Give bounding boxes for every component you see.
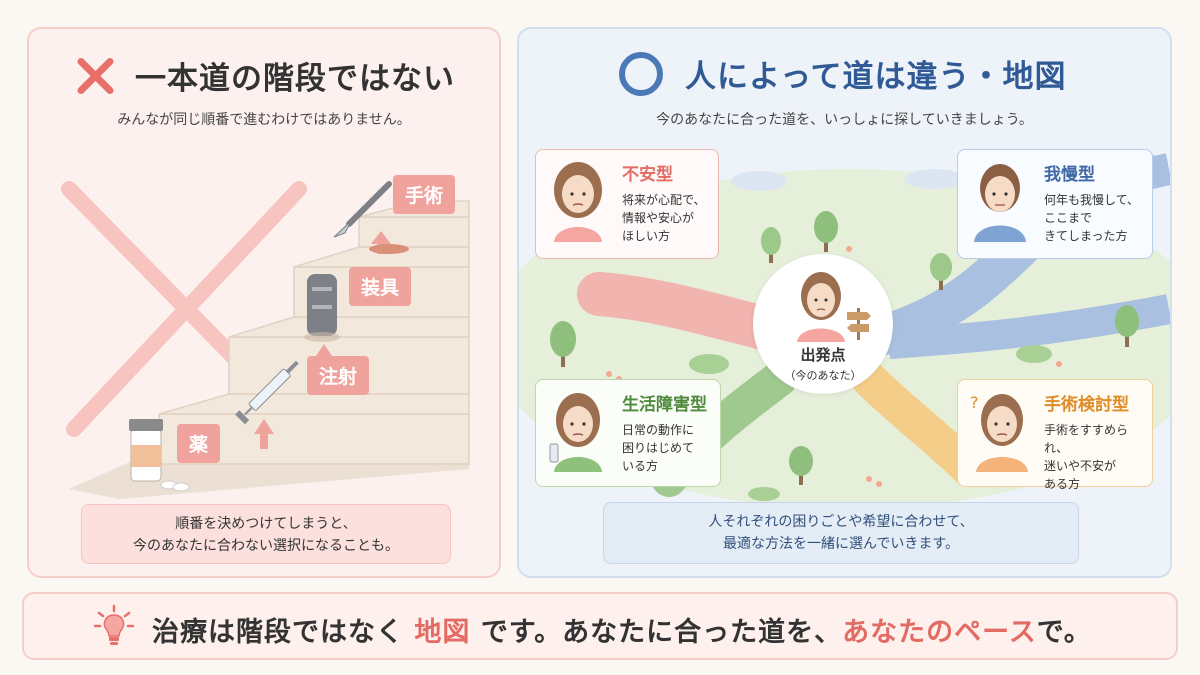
type-desc: 手術をすすめられ、 迷いや不安が ある方 (1044, 421, 1146, 493)
type-desc-line: 困りはじめて (622, 441, 695, 455)
starting-point-label: 出発点 (800, 346, 846, 364)
type-desc-line: 将来が心配で、 (622, 193, 706, 207)
syringe-icon (235, 360, 299, 425)
map-title: 人によって道は違う・地図 (685, 59, 1067, 95)
type-desc-line: 何年も我慢して、 (1044, 193, 1140, 207)
woman-with-signpost-icon (797, 272, 871, 342)
type-desc-line: いる方 (622, 459, 659, 473)
type-desc-line: ある方 (1044, 477, 1081, 491)
type-desc-line: ここまで (1044, 211, 1093, 225)
type-desc-line: 情報や安心が (622, 211, 695, 225)
type-desc-line: きてしまった方 (1044, 229, 1128, 243)
staircase-panel: 一本道の階段ではない みんなが同じ順番で進むわけではありません。 (27, 27, 501, 578)
type-desc: 日常の動作に 困りはじめて いる方 (622, 421, 707, 475)
note-line: 最適な方法を一緒に選んでいきます。 (723, 536, 959, 552)
staircase-title: 一本道の階段ではない (135, 61, 455, 97)
staircase-warning-note: 順番を決めつけてしまうと、 今のあなたに合わない選択になることも。 (81, 504, 451, 564)
map-subtitle: 今のあなたに合った道を、いっしょに探していきましょう。 (656, 112, 1033, 128)
type-card-surgery: ? 手術検討型 手術をすすめられ、 迷いや不安が ある方 (957, 379, 1153, 491)
anxious-woman-icon (554, 162, 602, 242)
type-info: 我慢型 何年も我慢して、 ここまで きてしまった方 (1044, 156, 1139, 252)
type-desc-line: ほしい方 (622, 229, 671, 243)
type-info: 生活障害型 日常の動作に 困りはじめて いる方 (622, 386, 707, 480)
map-title-row: 人によって道は違う・地図 (619, 51, 1067, 96)
message-banner: 治療は階段ではなく 地図 です。あなたに合った道を、あなたのペースで。 (22, 592, 1178, 660)
step-label-medicine: 薬 (177, 424, 221, 463)
type-name: 我慢型 (1044, 165, 1095, 185)
flower-icon (606, 246, 1062, 487)
type-info: 不安型 将来が心配で、 情報や安心が ほしい方 (622, 156, 706, 252)
type-desc: 将来が心配で、 情報や安心が ほしい方 (622, 191, 706, 245)
starting-point: 出発点 （今のあなた） (753, 254, 893, 394)
type-desc-line: 手術をすすめられ、 (1044, 423, 1129, 455)
type-desc: 何年も我慢して、 ここまで きてしまった方 (1044, 191, 1139, 245)
brace-icon (304, 274, 340, 342)
medicine-bottle-icon (129, 419, 190, 492)
lightbulb-icon (94, 604, 134, 645)
type-name: 生活障害型 (622, 395, 707, 415)
type-desc-line: 日常の動作に (622, 423, 695, 437)
note-line: 今のあなたに合わない選択になることも。 (133, 538, 399, 554)
banner-text: です。あなたに合った道を、 (480, 617, 843, 648)
scalpel-icon (333, 181, 409, 254)
type-card-patient: 我慢型 何年も我慢して、 ここまで きてしまった方 (957, 149, 1153, 259)
type-card-anxious: 不安型 将来が心配で、 情報や安心が ほしい方 (535, 149, 719, 259)
type-name: 手術検討型 (1044, 395, 1129, 415)
circle-icon (619, 51, 663, 96)
step-label-injection: 注射 (307, 356, 370, 395)
thinking-woman-icon: ? (970, 393, 1028, 472)
banner-text: で。 (1036, 617, 1092, 648)
staircase-subtitle: みんなが同じ順番で進むわけではありません。 (117, 112, 411, 128)
banner-message: 治療は階段ではなく 地図 です。あなたに合った道を、あなたのペースで。 (152, 610, 1092, 649)
type-info: 手術検討型 手術をすすめられ、 迷いや不安が ある方 (1044, 386, 1146, 491)
step-label-brace: 装具 (349, 267, 412, 306)
svg-text:?: ? (970, 393, 979, 412)
note-line: 順番を決めつけてしまうと、 (175, 516, 357, 532)
starting-point-sub: （今のあなた） (784, 369, 862, 382)
type-name: 不安型 (622, 165, 673, 185)
map-panel: 人によって道は違う・地図 今のあなたに合った道を、いっしょに探していきましょう。 (517, 27, 1172, 578)
staircase-title-row: 一本道の階段ではない (73, 53, 455, 98)
bush-icon (689, 345, 1052, 501)
enduring-woman-icon (974, 164, 1026, 242)
note-line: 人それぞれの困りごとや希望に合わせて、 (708, 514, 974, 530)
tree-icon (550, 211, 1139, 485)
step-label-surgery: 手術 (393, 175, 456, 214)
type-card-daily-life: 生活障害型 日常の動作に 困りはじめて いる方 (535, 379, 721, 487)
map-summary-note: 人それぞれの困りごとや希望に合わせて、 最適な方法を一緒に選んでいきます。 (603, 502, 1079, 564)
type-desc-line: 迷いや不安が (1044, 459, 1117, 473)
banner-highlight-map: 地図 (414, 617, 471, 648)
banner-text: 治療は階段ではなく (152, 617, 404, 648)
cross-icon (73, 54, 117, 98)
woman-with-bottle-icon (549, 393, 602, 472)
banner-highlight-pace: あなたのペース (842, 617, 1037, 648)
